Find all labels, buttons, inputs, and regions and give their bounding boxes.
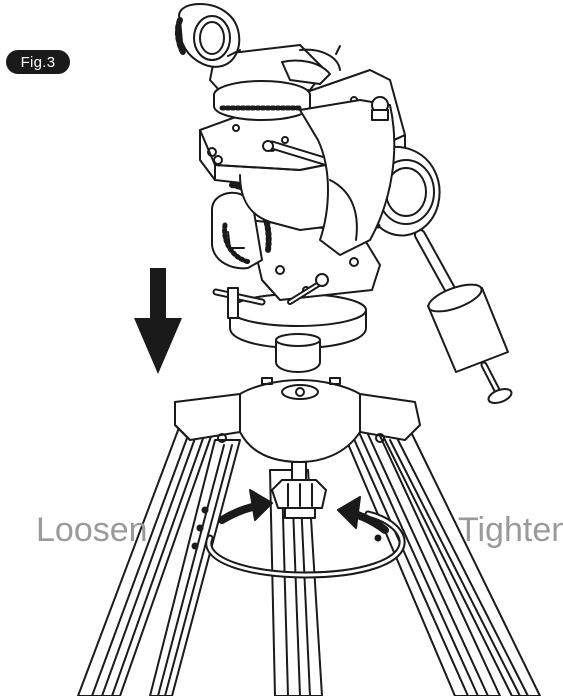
down-arrow-icon: [134, 268, 182, 374]
counterweight-shaft: [262, 140, 513, 404]
ra-housing: [299, 96, 396, 256]
declination-knob: [362, 145, 441, 237]
azimuth-gear: [211, 182, 272, 270]
mount-base: [212, 287, 367, 373]
tripod-leg-left: [77, 424, 241, 696]
tripod-lock-knob: [271, 461, 327, 519]
figure-badge: Fig.3: [6, 50, 70, 74]
equatorial-mount: [174, 3, 513, 404]
rotation-arrow-icon: [205, 489, 406, 579]
tripod: [77, 377, 541, 696]
saddle-clamp-knob: [174, 3, 241, 68]
mount-saddle: [209, 44, 341, 121]
loosen-label: Loosen: [36, 511, 148, 549]
tripod-leg-right: [339, 424, 541, 696]
tighten-label: Tighten: [458, 511, 563, 549]
tripod-head: [174, 377, 421, 463]
